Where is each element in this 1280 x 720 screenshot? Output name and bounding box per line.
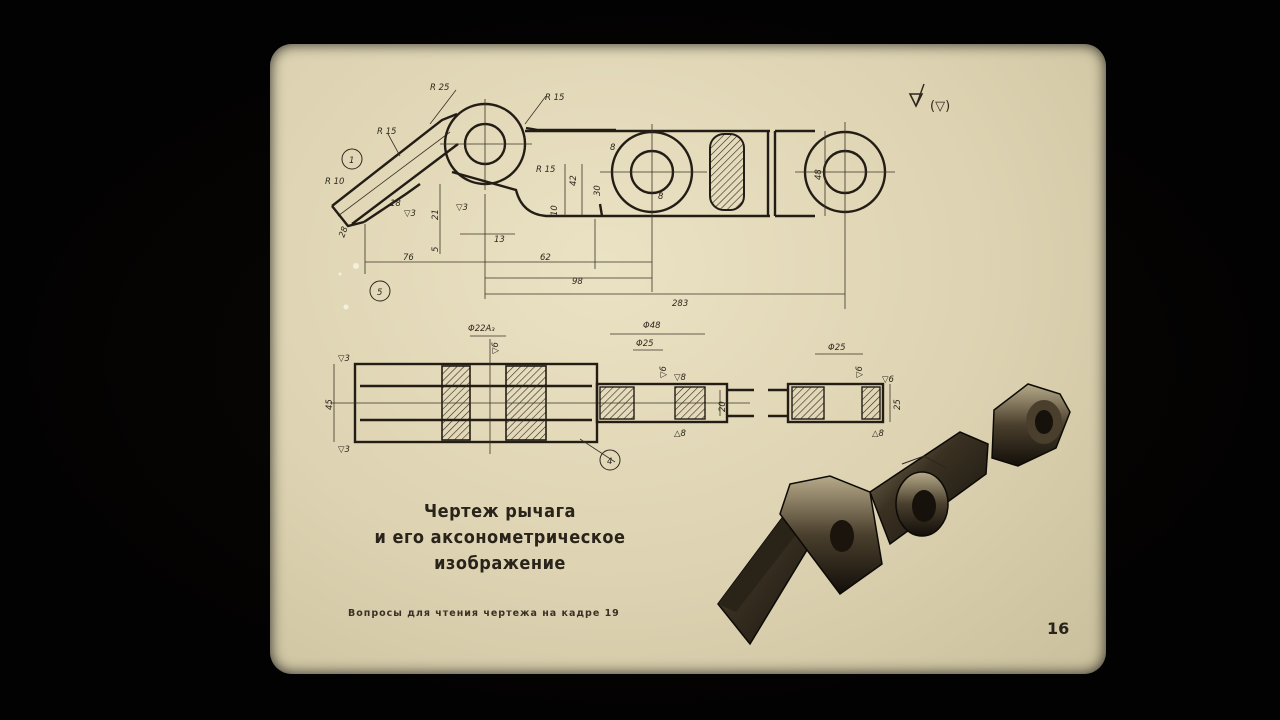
dim-30: 30	[593, 185, 603, 196]
dim-r10: R 10	[325, 177, 344, 187]
dim-20: 20	[718, 401, 728, 412]
rough-3-a: ▽3	[456, 203, 468, 213]
rough-6-b: ▽6	[659, 365, 669, 378]
dim-76: 76	[403, 253, 414, 263]
dim-98: 98	[572, 277, 583, 287]
slide-caption: Чертеж рычага и его аксонометрическое из…	[330, 499, 670, 577]
dim-8-mid: 8	[658, 192, 664, 202]
rough-3-b: ▽3	[404, 209, 416, 219]
dim-21: 21	[431, 209, 441, 220]
reading-questions-note: Вопросы для чтения чертежа на кадре 19	[348, 608, 620, 619]
dim-13: 13	[494, 235, 505, 245]
rough-6-a: ▽6	[491, 341, 501, 354]
dim-18: 18	[390, 199, 401, 209]
rough-8-a: △8	[674, 429, 687, 439]
dim-phi48: Φ48	[643, 321, 661, 331]
caption-line-3: изображение	[434, 553, 566, 574]
callout-5: 5	[377, 288, 382, 298]
dim-phi25-a: Φ25	[636, 339, 654, 349]
dim-45: 45	[325, 399, 335, 410]
callout-1: 1	[349, 156, 354, 166]
rough-8-b: △8	[872, 429, 885, 439]
rough-3-d: ▽3	[338, 445, 350, 455]
dim-r15-left: R 15	[377, 127, 396, 137]
frame-number: 16	[1047, 619, 1070, 638]
caption-line-1: Чертеж рычага	[424, 501, 576, 522]
top-view	[331, 89, 895, 309]
callout-4: 4	[607, 457, 612, 467]
technical-drawing: 1 5 R 25 R 15 R 15 R 10 R 15 8 42 30 10 …	[325, 83, 1071, 646]
front-view	[330, 333, 891, 463]
filmstrip-slide: 1 5 R 25 R 15 R 15 R 10 R 15 8 42 30 10 …	[270, 44, 1106, 674]
roughness-mark: (▽)	[930, 99, 950, 114]
caption-line-2: и его аксонометрическое	[374, 527, 626, 548]
dim-48: 48	[814, 169, 824, 180]
dim-8-top: 8	[610, 143, 616, 153]
rough-6-d: ▽6	[882, 375, 895, 385]
dim-10: 10	[550, 205, 560, 216]
dim-r25: R 25	[430, 83, 449, 93]
dim-r15-top: R 15	[545, 93, 564, 103]
dim-283: 283	[672, 299, 688, 309]
dim-phi25-b: Φ25	[828, 343, 846, 353]
dim-5: 5	[431, 247, 441, 252]
dim-25: 25	[893, 399, 903, 410]
dim-r15-mid: R 15	[536, 165, 555, 175]
dim-28: 28	[337, 225, 350, 239]
dim-phi22: Φ22A₃	[468, 324, 495, 334]
dim-42: 42	[569, 175, 579, 186]
dim-62: 62	[540, 253, 551, 263]
rough-3-c: ▽3	[338, 354, 350, 364]
axonometric-illustration	[717, 383, 1071, 646]
rough-6-c: ▽6	[855, 365, 865, 378]
rough-8-top: ▽8	[674, 373, 687, 383]
